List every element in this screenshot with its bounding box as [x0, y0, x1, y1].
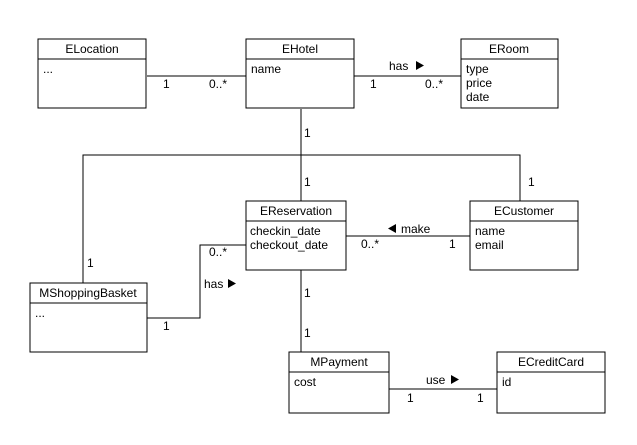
- direction-left-icon: [388, 224, 396, 233]
- class-attribute: id: [502, 375, 511, 389]
- multiplicity: 0..*: [209, 77, 227, 91]
- class-attribute: cost: [294, 375, 317, 389]
- class-mpayment[interactable]: MPayment cost: [288, 351, 390, 414]
- class-attribute: type: [466, 62, 489, 76]
- class-attribute: checkout_date: [250, 238, 328, 252]
- class-name: ECreditCard: [518, 355, 584, 369]
- class-attribute: name: [251, 62, 281, 76]
- class-attribute: ...: [43, 62, 53, 76]
- class-name: ECustomer: [494, 204, 554, 218]
- class-elocation[interactable]: ELocation ...: [37, 38, 147, 109]
- association-label: use: [426, 373, 446, 387]
- class-attribute: name: [475, 224, 505, 238]
- class-attribute: email: [475, 238, 504, 252]
- multiplicity: 1: [304, 175, 311, 189]
- class-ehotel[interactable]: EHotel name: [245, 38, 355, 109]
- direction-right-icon: [416, 61, 424, 70]
- multiplicity: 1: [370, 77, 377, 91]
- multiplicity: 0..*: [425, 77, 443, 91]
- multiplicity: 1: [304, 126, 311, 140]
- class-ereservation[interactable]: EReservation checkin_date checkout_date: [245, 200, 347, 271]
- multiplicity: 0..*: [209, 245, 227, 259]
- direction-right-icon: [451, 375, 459, 384]
- multiplicity: 1: [477, 391, 484, 405]
- class-ecreditcard[interactable]: ECreditCard id: [496, 351, 606, 414]
- multiplicity: 1: [528, 175, 535, 189]
- class-name: ERoom: [489, 42, 529, 56]
- multiplicity: 1: [449, 237, 456, 251]
- multiplicity: 1: [163, 319, 170, 333]
- association-hotel-basket-customer: [82, 154, 521, 283]
- multiplicity: 1: [304, 286, 311, 300]
- multiplicity: 1: [163, 77, 170, 91]
- class-ecustomer[interactable]: ECustomer name email: [469, 200, 579, 271]
- class-name: EReservation: [260, 204, 332, 218]
- association-label: make: [401, 222, 431, 236]
- class-attribute: price: [466, 76, 492, 90]
- multiplicity: 1: [407, 391, 414, 405]
- class-attribute: ...: [35, 306, 45, 320]
- association-label: has: [389, 59, 408, 73]
- class-name: EHotel: [282, 42, 318, 56]
- multiplicity: 1: [87, 256, 94, 270]
- association-basket-reservation: [147, 244, 246, 319]
- class-name: ELocation: [65, 42, 118, 56]
- multiplicity: 1: [304, 326, 311, 340]
- class-eroom[interactable]: ERoom type price date: [460, 38, 559, 109]
- direction-right-icon: [228, 279, 236, 288]
- class-mshoppingbasket[interactable]: MShoppingBasket ...: [29, 282, 148, 353]
- class-attribute: checkin_date: [250, 224, 321, 238]
- multiplicity: 0..*: [361, 237, 379, 251]
- class-name: MShoppingBasket: [39, 286, 137, 300]
- association-label: has: [204, 277, 223, 291]
- class-name: MPayment: [310, 355, 368, 369]
- class-attribute: date: [466, 90, 490, 104]
